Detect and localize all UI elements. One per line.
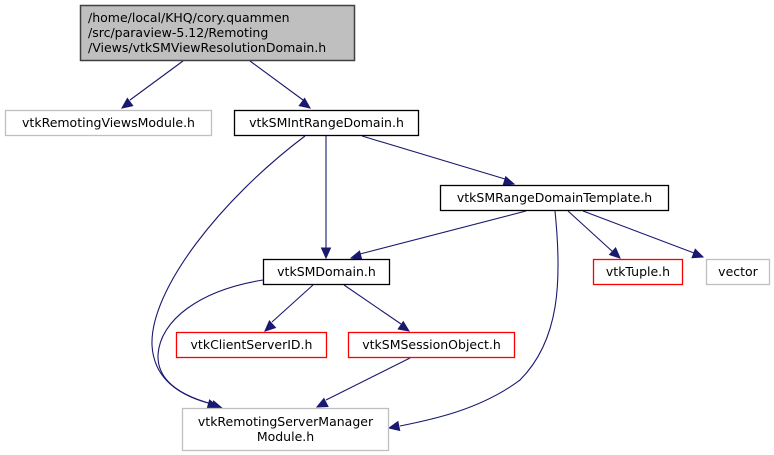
- node-int-range[interactable]: vtkSMIntRangeDomain.h: [233, 109, 420, 137]
- arrowhead-icon: [397, 320, 411, 332]
- edge-line: [271, 284, 314, 323]
- node-box: [233, 109, 420, 137]
- edge-line: [399, 210, 559, 427]
- edge-int-range-to-range-template: [361, 135, 516, 187]
- edge-root-to-int-range: [249, 60, 311, 109]
- arrowhead-icon: [349, 250, 363, 261]
- node-label: vtkRemotingServerManager: [198, 414, 374, 429]
- node-label: vtkClientServerID.h: [191, 337, 313, 352]
- edge-session-object-to-sm-module: [315, 357, 411, 408]
- node-box: [262, 258, 391, 286]
- node-label: vtkSMDomain.h: [277, 264, 376, 279]
- node-label: vtkSMRangeDomainTemplate.h: [457, 190, 652, 205]
- node-box: [181, 407, 390, 452]
- arrowhead-icon: [320, 247, 332, 260]
- node-label: vector: [718, 264, 759, 279]
- edge-line: [157, 279, 264, 405]
- node-tuple[interactable]: vtkTuple.h: [592, 258, 684, 286]
- arrowhead-icon: [608, 247, 621, 259]
- node-label: /home/local/KHQ/cory.quammen: [88, 10, 290, 25]
- node-box: [79, 4, 356, 62]
- node-box: [705, 258, 771, 286]
- node-box: [592, 258, 684, 286]
- edge-line: [325, 357, 411, 401]
- node-range-template[interactable]: vtkSMRangeDomainTemplate.h: [439, 184, 670, 212]
- node-box: [439, 184, 670, 212]
- node-label: Module.h: [257, 429, 314, 444]
- edge-line: [359, 210, 527, 255]
- arrowhead-icon: [298, 97, 311, 109]
- edge-line: [361, 135, 506, 180]
- node-domain[interactable]: vtkSMDomain.h: [262, 258, 391, 286]
- edge-range-template-to-sm-module: [387, 210, 559, 432]
- node-box: [347, 331, 516, 359]
- edge-line: [343, 284, 402, 325]
- node-label: vtkSMIntRangeDomain.h: [249, 115, 404, 130]
- edge-range-template-to-vector: [582, 210, 705, 259]
- arrowhead-icon: [691, 248, 705, 259]
- edge-range-template-to-domain: [349, 210, 527, 261]
- node-label: vtkTuple.h: [606, 264, 670, 279]
- node-views-module[interactable]: vtkRemotingViewsModule.h: [4, 109, 213, 137]
- node-label: vtkSMSessionObject.h: [362, 337, 501, 352]
- node-box: [175, 331, 328, 359]
- edge-root-to-views-module: [121, 60, 184, 109]
- node-label: /Views/vtkSMViewResolutionDomain.h: [88, 40, 326, 55]
- node-label: vtkRemotingViewsModule.h: [22, 115, 195, 130]
- edge-line: [129, 60, 184, 101]
- arrowhead-icon: [264, 320, 277, 332]
- node-client-server-id[interactable]: vtkClientServerID.h: [175, 331, 328, 359]
- node-root: /home/local/KHQ/cory.quammen/src/paravie…: [79, 4, 356, 62]
- edge-domain-to-client-server-id: [264, 284, 314, 332]
- arrowhead-icon: [502, 175, 516, 187]
- edge-line: [567, 210, 614, 253]
- arrowhead-icon: [121, 97, 134, 109]
- node-vector[interactable]: vector: [705, 258, 771, 286]
- arrowhead-icon: [387, 420, 401, 432]
- edge-range-template-to-tuple: [567, 210, 621, 259]
- edge-int-range-to-domain: [320, 136, 332, 260]
- arrowhead-icon: [315, 397, 329, 408]
- node-label: /src/paraview-5.12/Remoting: [88, 25, 268, 40]
- node-session-object[interactable]: vtkSMSessionObject.h: [347, 331, 516, 359]
- edge-line: [582, 210, 695, 254]
- edge-line: [249, 60, 304, 101]
- node-box: [4, 109, 213, 137]
- edge-domain-to-session-object: [343, 284, 411, 332]
